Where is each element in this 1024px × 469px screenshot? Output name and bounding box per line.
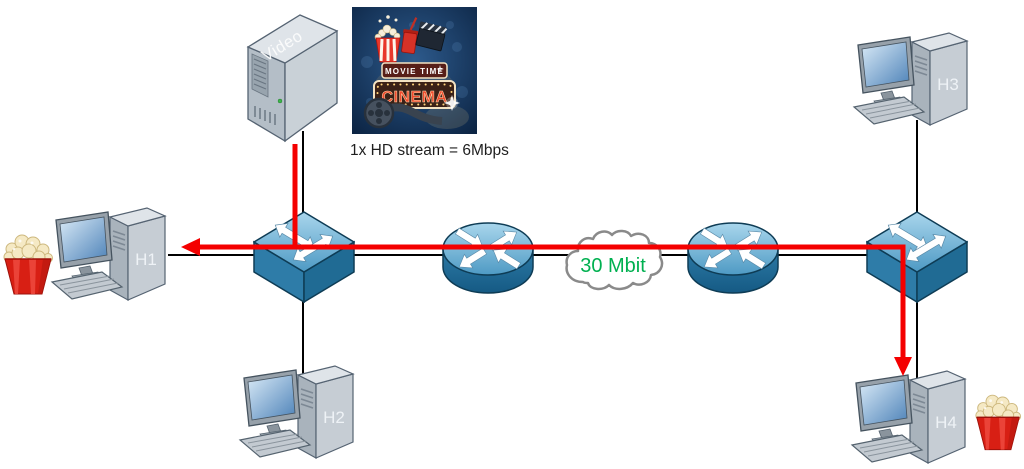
computer-icon: H4 xyxy=(850,370,967,465)
host-h2: H2 xyxy=(238,363,368,463)
popcorn-icon-right xyxy=(974,388,1022,454)
sparkle xyxy=(436,65,460,111)
host-label: H1 xyxy=(135,250,157,269)
popcorn-icon xyxy=(975,394,1022,451)
switch-2 xyxy=(866,211,968,303)
stream-caption: 1x HD stream = 6Mbps xyxy=(350,142,509,159)
computer-icon: H1 xyxy=(50,207,167,302)
popcorn-icon xyxy=(3,234,53,295)
router-icon xyxy=(442,222,534,294)
server-led xyxy=(277,98,283,104)
switch-icon xyxy=(866,211,968,303)
router-2 xyxy=(685,219,781,301)
bokeh-lights xyxy=(361,21,468,106)
router-icon xyxy=(687,222,779,294)
drink-cup-graphic xyxy=(401,17,419,54)
video-server: Video xyxy=(240,5,345,145)
marquee-banner xyxy=(381,62,448,79)
router-1 xyxy=(440,219,536,301)
host-label: H3 xyxy=(937,75,959,94)
marquee-sign xyxy=(373,80,456,109)
switch-icon xyxy=(253,211,355,303)
clapperboard-graphic xyxy=(415,21,448,52)
film-reel-graphic xyxy=(363,97,443,129)
server-icon: Video xyxy=(246,14,339,143)
logo-line1: MOVIE TIME xyxy=(385,67,444,76)
host-h4: H4 xyxy=(850,368,980,468)
wan-cloud: 30 Mbit xyxy=(562,227,664,297)
cloud-icon: 30 Mbit xyxy=(565,229,664,291)
host-label: H4 xyxy=(935,413,957,432)
cinema-logo: MOVIE TIME CINEMA xyxy=(352,7,477,134)
host-h1: H1 xyxy=(50,205,180,305)
bandwidth-label: 30 Mbit xyxy=(580,255,646,277)
computer-icon: H3 xyxy=(852,32,969,127)
host-label: H2 xyxy=(323,408,345,427)
logo-line2: CINEMA xyxy=(381,89,447,106)
popcorn-graphic xyxy=(374,15,401,63)
computer-icon: H2 xyxy=(238,365,355,460)
switch-1 xyxy=(253,211,355,303)
popcorn-icon-left xyxy=(2,229,54,297)
host-h3: H3 xyxy=(852,30,982,130)
